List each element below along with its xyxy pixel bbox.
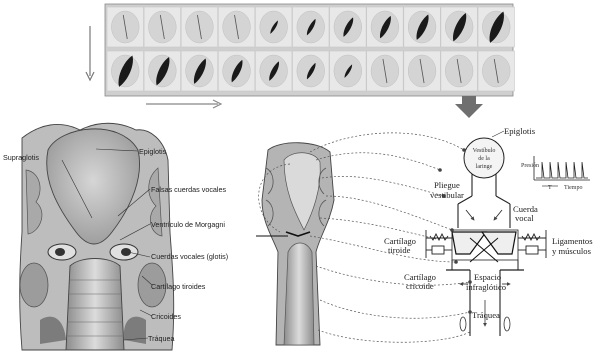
label-vestibulo-2: de la	[478, 156, 490, 162]
label-cartilago-tiroides: Cartílago tiroides	[151, 282, 206, 291]
label-epiglotis: Epiglotis	[139, 147, 167, 156]
label-cricoides: Cricoides	[151, 312, 181, 321]
block-arrow-down	[455, 96, 483, 118]
label-ligamentos-2: y músculos	[552, 246, 592, 256]
label-espacio-1: Espacio	[474, 272, 501, 282]
label-ventriculo: Ventrículo de Morgagni	[151, 220, 225, 229]
time-arrow-right	[146, 100, 221, 108]
label-epiglotis-model: Epiglotis	[504, 126, 536, 136]
label-pliegue-1: Pliegue	[434, 180, 460, 190]
label-vestibulo-3: laringe	[476, 164, 493, 170]
label-cuerda-2: vocal	[515, 213, 534, 223]
label-pliegue-2: vestibular	[430, 190, 464, 200]
coronal-larynx-illustration: Supraglotis Epiglotis Falsas cuerdas voc…	[3, 123, 228, 350]
label-cartilago-tiroide-2: tiroide	[388, 245, 411, 255]
label-traquea-left: Tráquea	[148, 334, 175, 343]
time-arrow-down	[86, 26, 94, 80]
label-cuerdas-vocales: Cuerdas vocales (glotis)	[151, 252, 228, 261]
pressure-waveform: Presión T Tiempo	[521, 156, 590, 191]
label-falsas-cuerdas: Falsas cuerdas vocales	[151, 185, 227, 194]
label-ligamentos-1: Ligamentos	[552, 236, 593, 246]
label-periodo: T	[548, 185, 552, 191]
label-traquea-model: Tráquea	[472, 310, 500, 320]
label-vestibulo-1: Vestíbulo	[473, 148, 496, 154]
label-presion: Presión	[521, 163, 539, 169]
label-cartilago-cricoide-2: cricoide	[406, 281, 434, 291]
larynx-3d-section	[256, 143, 334, 345]
frames-bottom-row	[107, 51, 515, 91]
video-frames-strip	[105, 4, 515, 96]
label-espacio-2: infraglótico	[466, 282, 506, 292]
label-supraglotis: Supraglotis	[3, 153, 39, 162]
frames-top-row	[107, 7, 515, 47]
label-tiempo: Tiempo	[564, 185, 582, 191]
